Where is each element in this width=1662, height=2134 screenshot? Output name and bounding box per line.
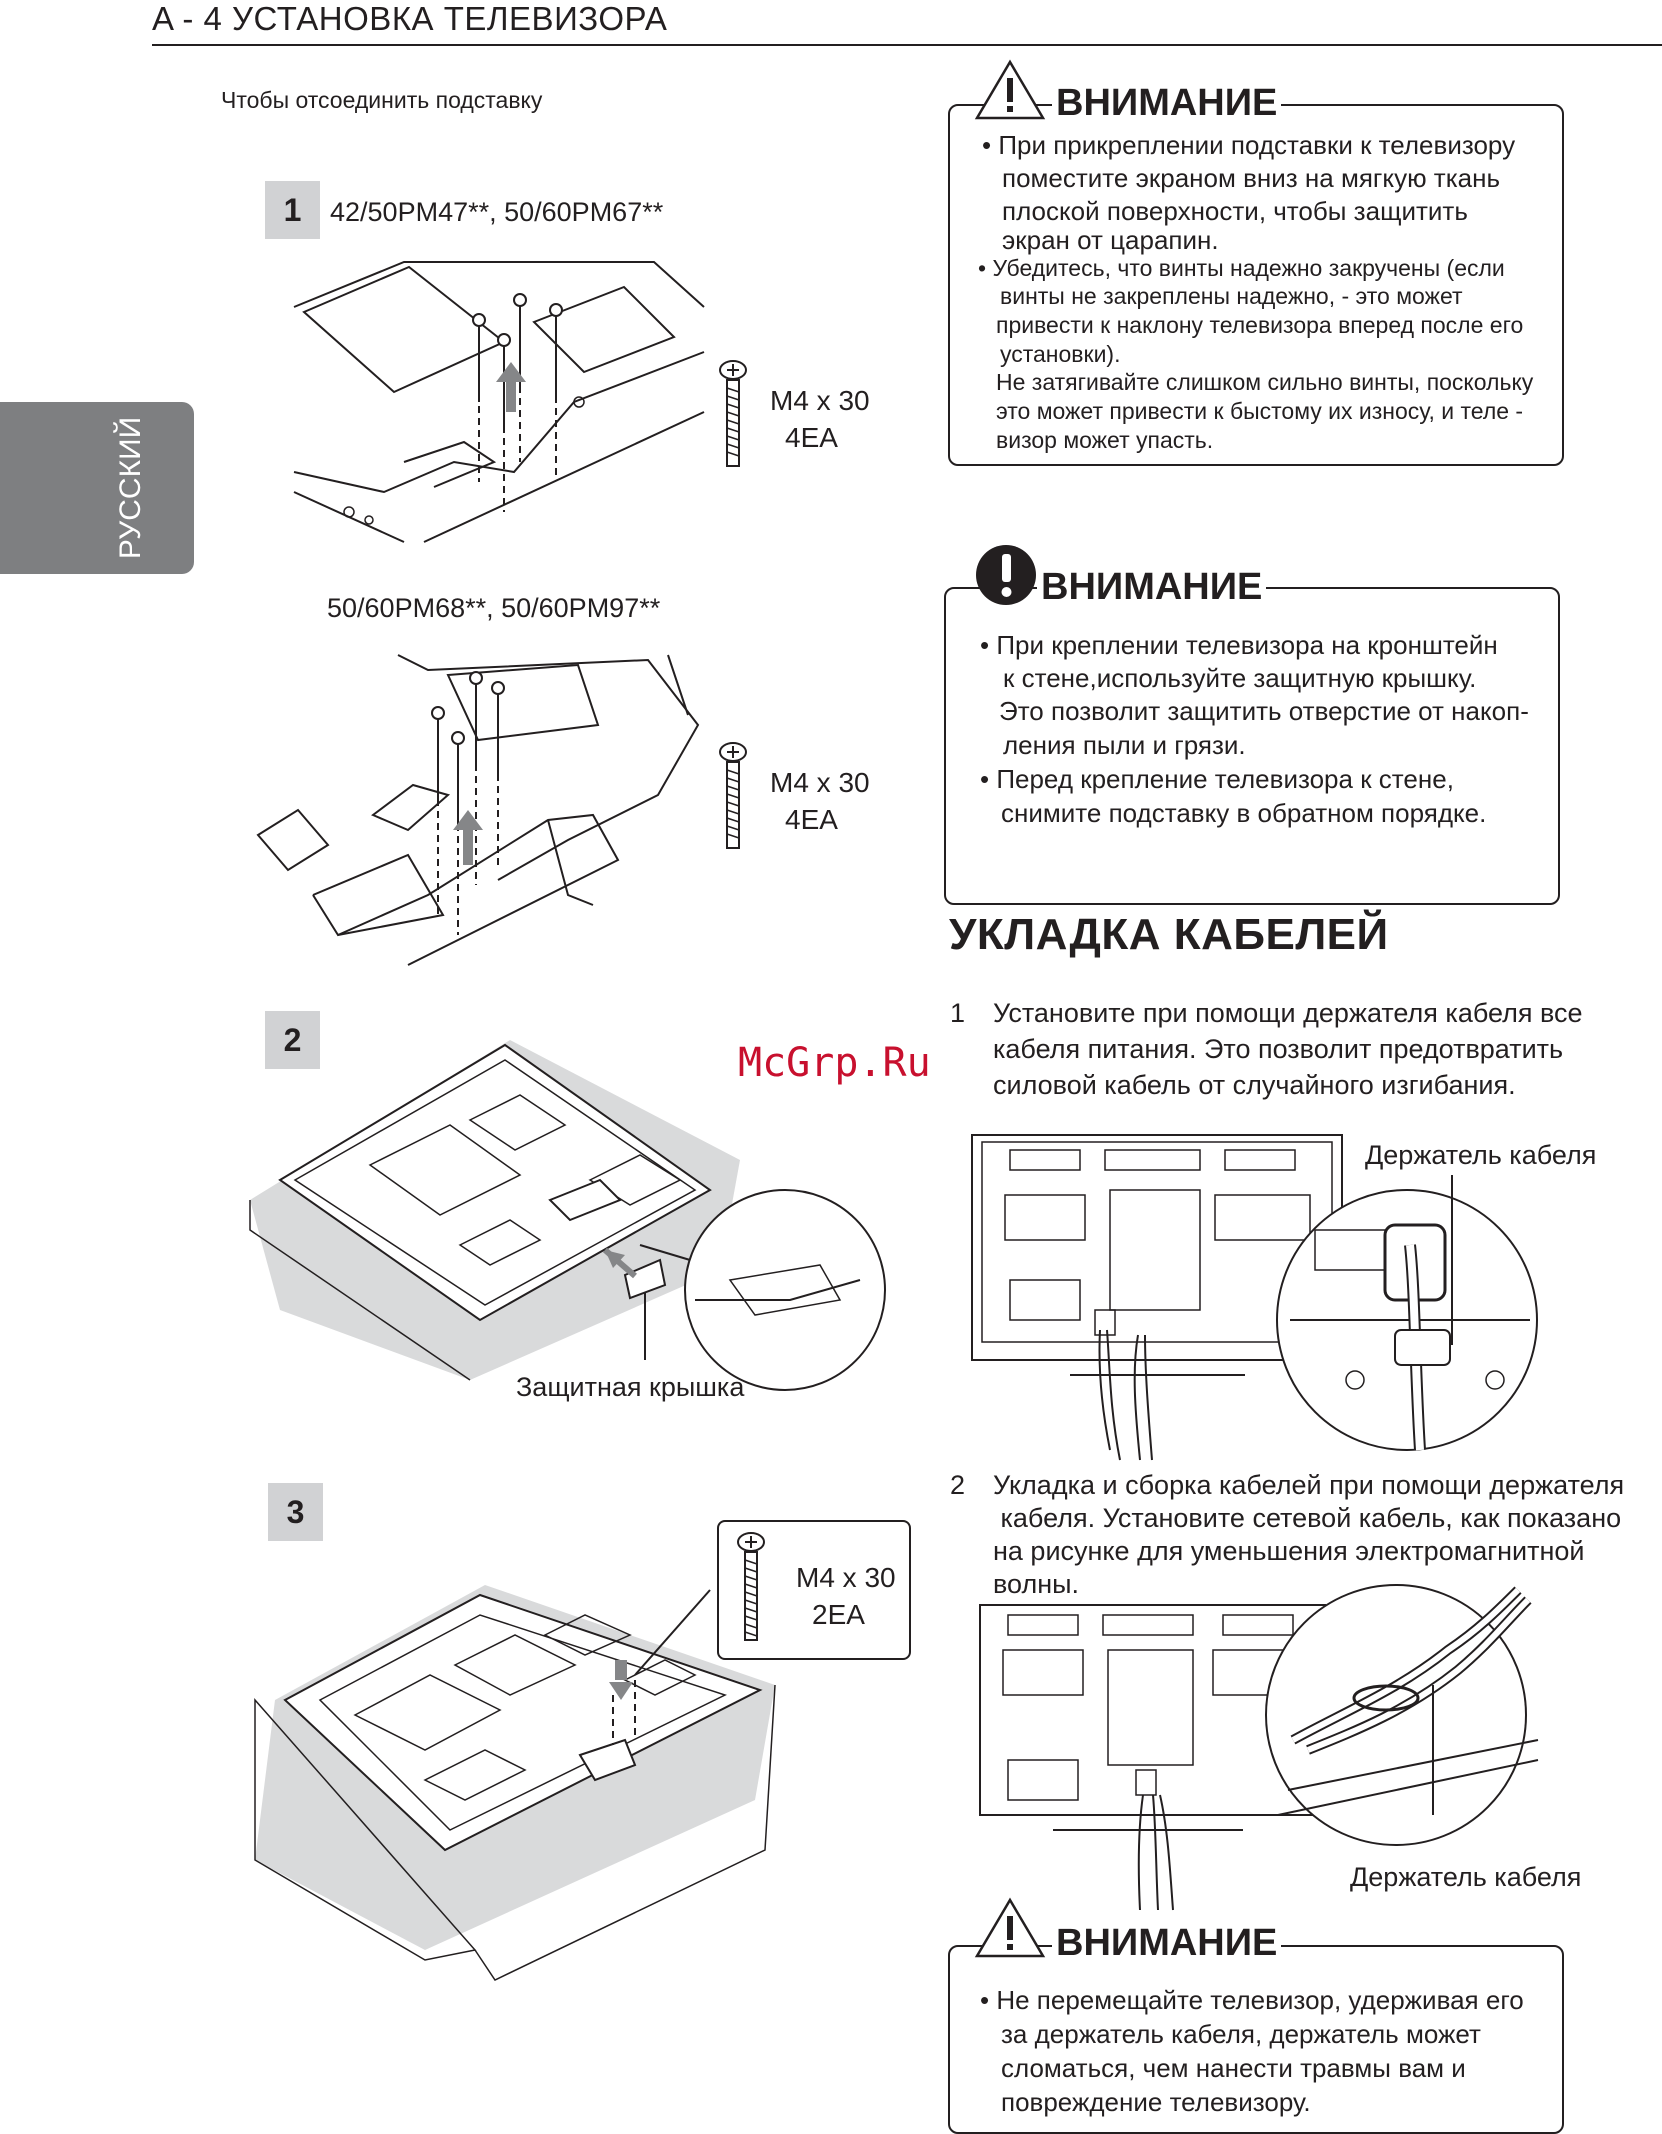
- cable-step-1-line-2: кабеля питания. Это позволит предотврати…: [993, 1034, 1564, 1064]
- warning-triangle-icon: [974, 1897, 1046, 1958]
- watermark: McGrp.Ru: [738, 1040, 931, 1086]
- caution-1-heading: ВНИМАНИЕ: [1052, 82, 1282, 125]
- page-title: A - 4 УСТАНОВКА ТЕЛЕВИЗОРА: [152, 0, 668, 37]
- cable-section-title: УКЛАДКА КАБЕЛЕЙ: [949, 910, 1389, 959]
- caution-1-line-7: привести к наклону телевизора вперед пос…: [996, 312, 1524, 338]
- caution-1-line-8: установки).: [1000, 341, 1121, 367]
- step-1-model-b: 50/60PM68**, 50/60PM97**: [327, 593, 661, 623]
- stand-screws-illustration-a: [293, 261, 705, 543]
- caution-2-heading: ВНИМАНИЕ: [1037, 566, 1267, 609]
- screw-spec-size-a: M4 x 30: [770, 385, 870, 416]
- cable-step-2-line-4: волны.: [993, 1569, 1080, 1599]
- caution-1-line-3: плоской поверхности, чтобы защитить: [1002, 196, 1468, 226]
- language-tab-label: РУССКИЙ: [114, 416, 147, 560]
- caution-3-line-1: • Не перемещайте телевизор, удерживая ег…: [980, 1985, 1524, 2015]
- caution-2-line-4: ления пыли и грязи.: [1003, 730, 1246, 760]
- step-1-model-a: 42/50PM47**, 50/60PM67**: [330, 197, 664, 227]
- header-rule: [152, 44, 1662, 46]
- stand-removal-illustration: [254, 1585, 776, 1981]
- caution-box-1: [948, 104, 1564, 466]
- cable-step-2-line-2: кабеля. Установите сетевой кабель, как п…: [993, 1503, 1622, 1533]
- caution-1-line-11: визор может упасть.: [996, 427, 1214, 453]
- cable-step-1-line-1: Установите при помощи держателя кабеля в…: [993, 998, 1583, 1028]
- screw-spec-size-c: M4 x 30: [796, 1562, 896, 1593]
- step-1-badge: 1: [265, 181, 320, 239]
- step-2-badge: 2: [265, 1011, 320, 1069]
- caution-3-line-4: повреждение телевизору.: [1001, 2087, 1311, 2117]
- cable-holder-label-2: Держатель кабеля: [1350, 1862, 1582, 1892]
- caution-1-line-1: • При прикреплении подставки к телевизор…: [982, 130, 1516, 160]
- caution-2-line-5: • Перед крепление телевизора к стене,: [980, 764, 1454, 794]
- caution-1-line-6: винты не закреплены надежно, - это может: [1000, 283, 1463, 309]
- protective-cover-illustration: [249, 1040, 886, 1391]
- caution-2-line-6: снимите подставку в обратном порядке.: [1001, 798, 1487, 828]
- caution-3-line-3: сломаться, чем нанести травмы вам и: [1001, 2053, 1466, 2083]
- caution-3-line-2: за держатель кабеля, держатель может: [1001, 2019, 1481, 2049]
- caution-1-line-2: поместите экраном вниз на мягкую ткань: [1002, 163, 1501, 193]
- caution-1-line-9: Не затягивайте слишком сильно винты, пос…: [996, 369, 1534, 395]
- screw-icon: [719, 360, 747, 467]
- screw-spec-box: [717, 1520, 911, 1660]
- caution-2-line-2: к стене,используйте защитную крышку.: [1003, 663, 1477, 693]
- cable-holder-illustration-2: [979, 1584, 1539, 1911]
- cable-step-2-line-3: на рисунке для уменьшения электромагнитн…: [993, 1536, 1585, 1566]
- cable-step-2-line-1: Укладка и сборка кабелей при помощи держ…: [993, 1470, 1625, 1500]
- cable-step-1-line-3: силовой кабель от случайного изгибания.: [993, 1070, 1516, 1100]
- cable-step-2-number: 2: [950, 1470, 966, 1500]
- caution-2-line-1: • При креплении телевизора на кронштейн: [980, 630, 1498, 660]
- exclamation-circle-icon: [976, 545, 1036, 605]
- detach-intro: Чтобы отсоединить подставку: [221, 87, 543, 113]
- caution-2-line-3: Это позволит защитить отверстие от накоп…: [999, 696, 1529, 726]
- step-3-badge: 3: [268, 1483, 323, 1541]
- caution-1-line-4: экран от царапин.: [1002, 225, 1219, 255]
- screw-spec-qty-a: 4EA: [785, 422, 838, 453]
- cable-holder-label-1: Держатель кабеля: [1365, 1140, 1597, 1170]
- screw-spec-qty-c: 2EA: [812, 1599, 865, 1630]
- screw-icon: [719, 742, 747, 849]
- protective-cover-label: Защитная крышка: [516, 1372, 745, 1402]
- caution-3-heading: ВНИМАНИЕ: [1052, 1922, 1282, 1965]
- cable-holder-illustration-1: [971, 1134, 1538, 1461]
- screw-spec-size-b: M4 x 30: [770, 767, 870, 798]
- language-tab: РУССКИЙ: [0, 402, 194, 574]
- stand-screws-illustration-b: [256, 654, 700, 966]
- screw-spec-qty-b: 4EA: [785, 804, 838, 835]
- caution-1-line-5: • Убедитесь, что винты надежно закручены…: [978, 255, 1505, 281]
- caution-box-2: [944, 587, 1560, 905]
- warning-triangle-icon: [974, 59, 1046, 120]
- caution-1-line-10: это может привести к быстому их износу, …: [996, 398, 1524, 424]
- screw-icon: [737, 1532, 765, 1641]
- cable-step-1-number: 1: [950, 998, 966, 1028]
